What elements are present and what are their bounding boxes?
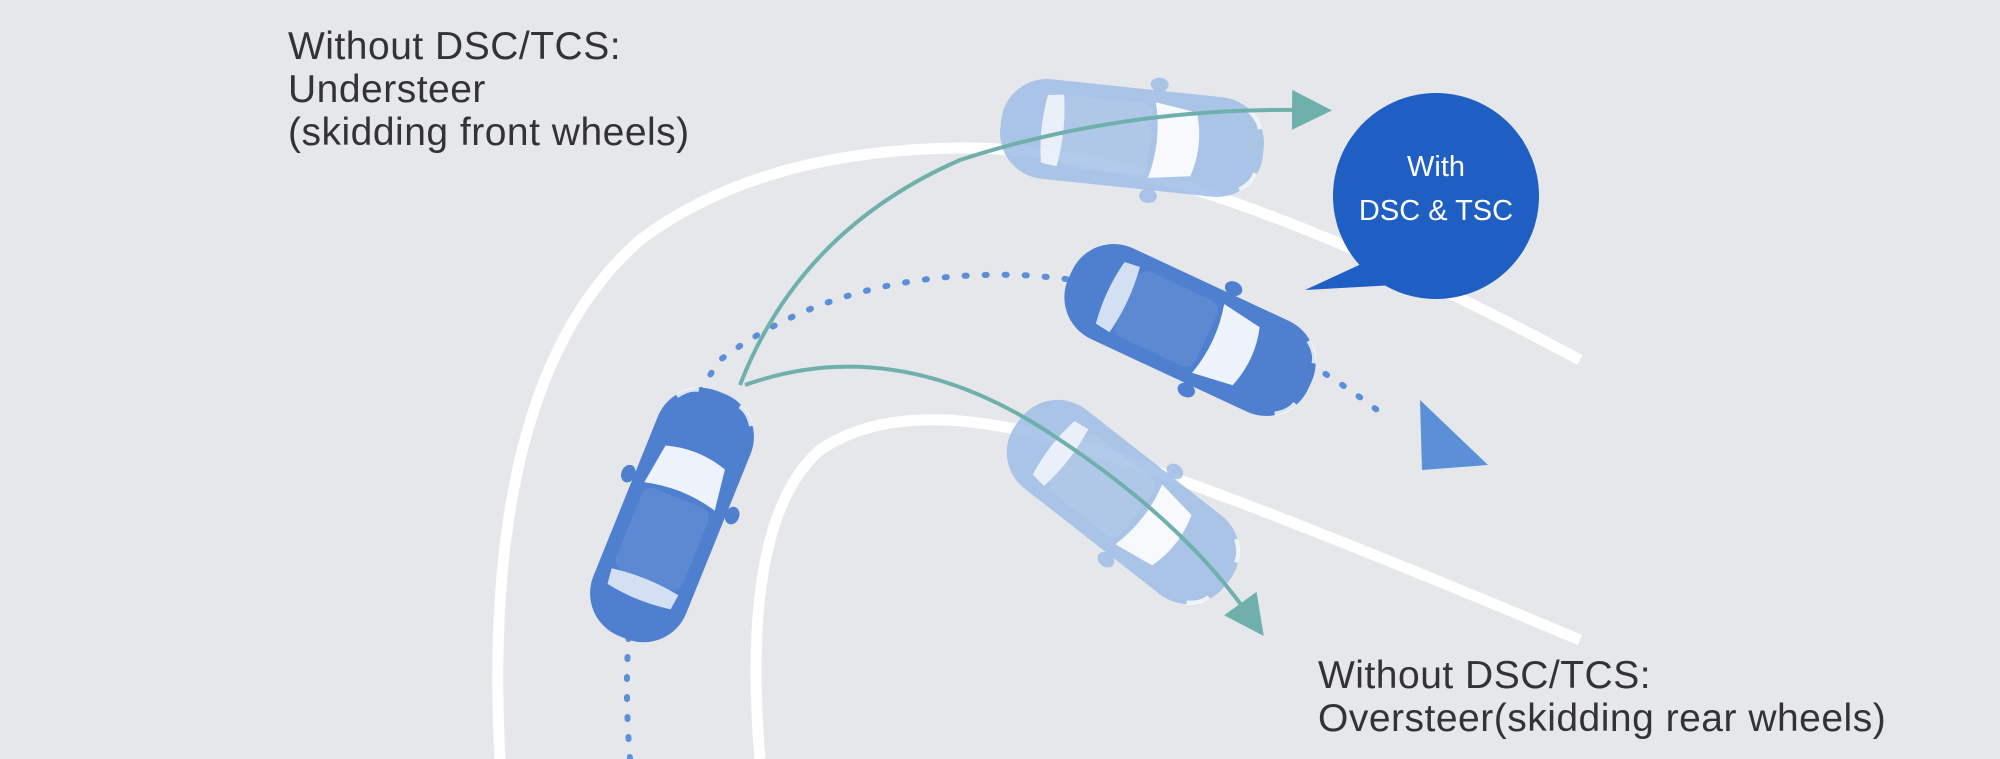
- bubble-line-2: DSC & TSC: [1358, 195, 1514, 227]
- road-inner-edge: [750, 414, 1583, 759]
- speech-bubble-text: With DSC & TSC: [1338, 145, 1534, 233]
- arrow-understeer: [738, 89, 1332, 386]
- car-start: [564, 369, 780, 661]
- car-oversteer-ghost: [980, 371, 1266, 633]
- understeer-detail: (skidding front wheels): [288, 111, 690, 154]
- label-oversteer: Without DSC/TCS: Oversteer(skidding rear…: [1318, 654, 1886, 740]
- arrow-with-system: [1420, 400, 1488, 470]
- road-outer-edge: [492, 142, 1583, 759]
- understeer-title: Without DSC/TCS:: [288, 25, 622, 68]
- bubble-line-1: With: [1407, 151, 1465, 183]
- car-with-system: [1043, 217, 1337, 443]
- label-understeer: Without DSC/TCS: Understeer (skidding fr…: [288, 25, 690, 154]
- arrow-oversteer: [744, 364, 1264, 636]
- oversteer-title: Without DSC/TCS:: [1318, 654, 1652, 697]
- oversteer-effect: Oversteer(skidding rear wheels): [1318, 697, 1887, 740]
- speech-bubble: [1305, 93, 1539, 299]
- understeer-effect: Understeer: [288, 68, 486, 111]
